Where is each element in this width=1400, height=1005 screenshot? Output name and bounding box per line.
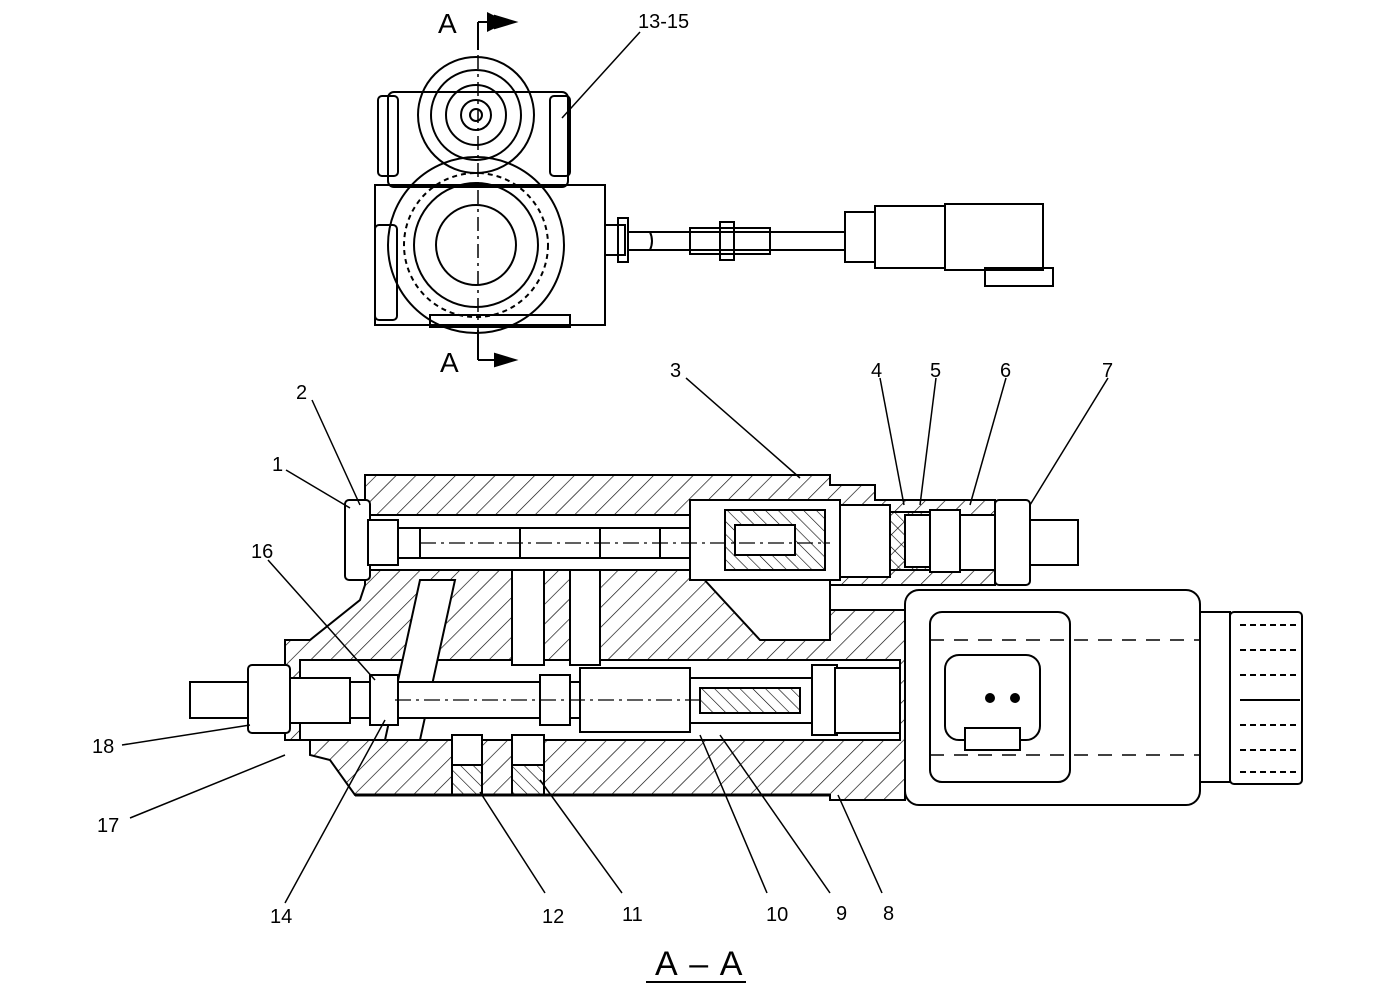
electrical-connector [844,203,1054,287]
callout-2: 2 [296,382,307,404]
callout-18: 18 [92,736,114,758]
callout-10: 10 [766,904,788,926]
plug-12 [451,764,483,796]
adjuster-screw [1029,519,1079,566]
section-title: A – A [655,945,744,983]
upper-spool-bore [417,56,535,174]
callout-13-15: 13-15 [638,11,689,33]
callout-3: 3 [670,360,681,382]
lock-nut [247,664,291,734]
section-arrow-bottom [477,330,519,368]
solenoid-end-cap [1229,611,1303,785]
callout-11: 11 [622,904,643,926]
callout-6: 6 [1000,360,1011,382]
right-port-boss [549,95,571,177]
callout-14: 14 [270,906,292,928]
callout-17: 17 [97,815,119,837]
callout-8: 8 [883,903,894,925]
callout-1: 1 [272,454,283,476]
callout-12: 12 [542,906,564,928]
callout-7: 7 [1102,360,1113,382]
end-cap [344,499,371,581]
upper-spool [397,527,699,559]
solenoid-spring-ring [387,156,565,334]
plug-11 [511,764,545,796]
section-marker-top: A [438,8,457,39]
callout-9: 9 [836,903,847,925]
section-marker-bottom: A [440,347,459,378]
adjuster-nut [994,499,1031,586]
lower-adjuster-stem [189,681,251,719]
wire-harness [604,217,845,263]
callout-4: 4 [871,360,882,382]
callout-5: 5 [930,360,941,382]
left-port-boss [377,95,399,177]
top-view [374,12,1054,368]
center-lines [395,542,830,701]
section-view [189,474,1303,806]
section-arrow-top [477,12,519,50]
callout-16: 16 [251,541,273,563]
leader-lines [121,377,1109,904]
